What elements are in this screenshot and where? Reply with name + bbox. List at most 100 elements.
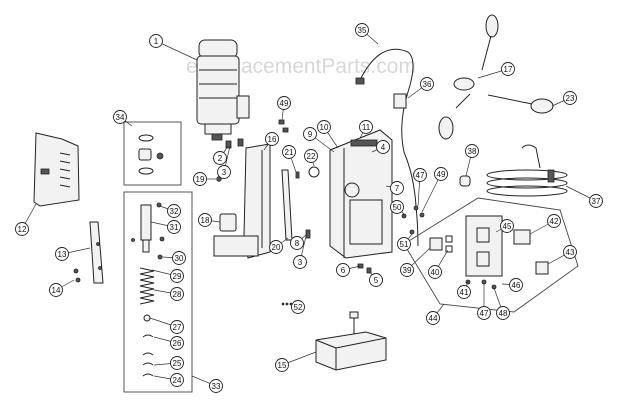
- callout-43: 43: [563, 245, 577, 259]
- callout-circle: [428, 265, 442, 279]
- callout-circle: [193, 172, 207, 186]
- callout-number: 5: [374, 276, 379, 285]
- part-22: [308, 166, 320, 178]
- leader-1: [155, 40, 198, 61]
- gib-strip: [89, 221, 104, 284]
- callout-9: 9: [303, 127, 317, 141]
- callout-1: 1: [149, 34, 163, 48]
- callout-number: 46: [512, 281, 521, 290]
- callout-5: 5: [369, 273, 383, 287]
- callout-number: 37: [592, 197, 601, 206]
- callout-number: 47: [480, 309, 489, 318]
- callout-circle: [465, 144, 479, 158]
- callout-number: 32: [170, 207, 179, 216]
- callout-circle: [15, 222, 29, 236]
- kit-box-34: [123, 121, 182, 186]
- callout-circle: [477, 306, 491, 320]
- motor-assembly: [196, 39, 250, 141]
- callout-number: 16: [268, 135, 277, 144]
- callout-number: 36: [423, 80, 432, 89]
- callout-17: 17: [501, 62, 515, 76]
- callout-8: 8: [290, 236, 304, 250]
- callout-number: 28: [173, 290, 182, 299]
- callout-number: 24: [173, 376, 182, 385]
- callout-circle: [291, 300, 305, 314]
- callout-number: 23: [566, 94, 575, 103]
- callout-3: 3: [217, 165, 231, 179]
- leader-49: [421, 173, 442, 213]
- callout-circle: [501, 62, 515, 76]
- callout-22: 22: [304, 149, 318, 163]
- callout-circle: [390, 200, 404, 214]
- callout-18: 18: [198, 213, 212, 227]
- callout-number: 14: [52, 286, 61, 295]
- callout-number: 4: [381, 143, 386, 152]
- callout-41: 41: [457, 285, 471, 299]
- callout-35: 35: [355, 23, 369, 37]
- callout-circle: [355, 23, 369, 37]
- feed-handles: [438, 14, 554, 140]
- callout-circle: [303, 127, 317, 141]
- callout-number: 29: [173, 272, 182, 281]
- callout-42: 42: [547, 214, 561, 228]
- callout-52: 52: [291, 300, 305, 314]
- callout-33: 33: [209, 379, 223, 393]
- callout-51: 51: [397, 237, 411, 251]
- callout-number: 40: [431, 268, 440, 277]
- callout-number: 44: [429, 314, 438, 323]
- callout-number: 38: [468, 147, 477, 156]
- callout-circle: [304, 149, 318, 163]
- callout-number: 33: [212, 382, 221, 391]
- callout-number: 13: [58, 250, 67, 259]
- callout-number: 41: [460, 288, 469, 297]
- callout-13: 13: [55, 247, 69, 261]
- callout-20: 20: [269, 240, 283, 254]
- callout-12: 12: [15, 222, 29, 236]
- callout-number: 6: [341, 266, 346, 275]
- callout-number: 25: [173, 359, 182, 368]
- callout-circle: [209, 379, 223, 393]
- callout-40: 40: [428, 265, 442, 279]
- part-8: [305, 229, 311, 239]
- callout-number: 15: [278, 361, 287, 370]
- callout-14: 14: [49, 283, 63, 297]
- callout-44: 44: [426, 311, 440, 325]
- callout-circle: [400, 263, 414, 277]
- callout-number: 45: [503, 222, 512, 231]
- callout-number: 11: [362, 123, 371, 132]
- callout-circle: [290, 236, 304, 250]
- callout-circle: [167, 204, 181, 218]
- callout-16: 16: [265, 132, 279, 146]
- side-cover: [33, 132, 80, 207]
- small-screws-right: [401, 205, 425, 235]
- callout-number: 10: [320, 123, 329, 132]
- leader-lines: [21, 29, 597, 387]
- callout-circle: [413, 168, 427, 182]
- callout-29: 29: [170, 269, 184, 283]
- callout-47: 47: [413, 168, 427, 182]
- callout-number: 48: [499, 309, 508, 318]
- callout-circle: [376, 140, 390, 154]
- callout-number: 26: [173, 339, 182, 348]
- callout-number: 39: [403, 266, 412, 275]
- guide-block: [219, 213, 237, 232]
- callout-circle: [265, 132, 279, 146]
- callout-circle: [359, 120, 373, 134]
- callout-46: 46: [509, 278, 523, 292]
- callout-circle: [170, 287, 184, 301]
- callout-25: 25: [170, 356, 184, 370]
- callout-3: 3: [293, 255, 307, 269]
- callout-number: 22: [307, 152, 316, 161]
- callout-number: 34: [116, 113, 125, 122]
- screws-5-6: [357, 263, 372, 274]
- callout-circle: [369, 273, 383, 287]
- callout-number: 30: [175, 254, 184, 263]
- watermark: eReplacementParts.com: [186, 55, 416, 78]
- callout-24: 24: [170, 373, 184, 387]
- callout-23: 23: [563, 91, 577, 105]
- callout-50: 50: [390, 200, 404, 214]
- callout-number: 2: [218, 154, 223, 163]
- callout-circle: [113, 110, 127, 124]
